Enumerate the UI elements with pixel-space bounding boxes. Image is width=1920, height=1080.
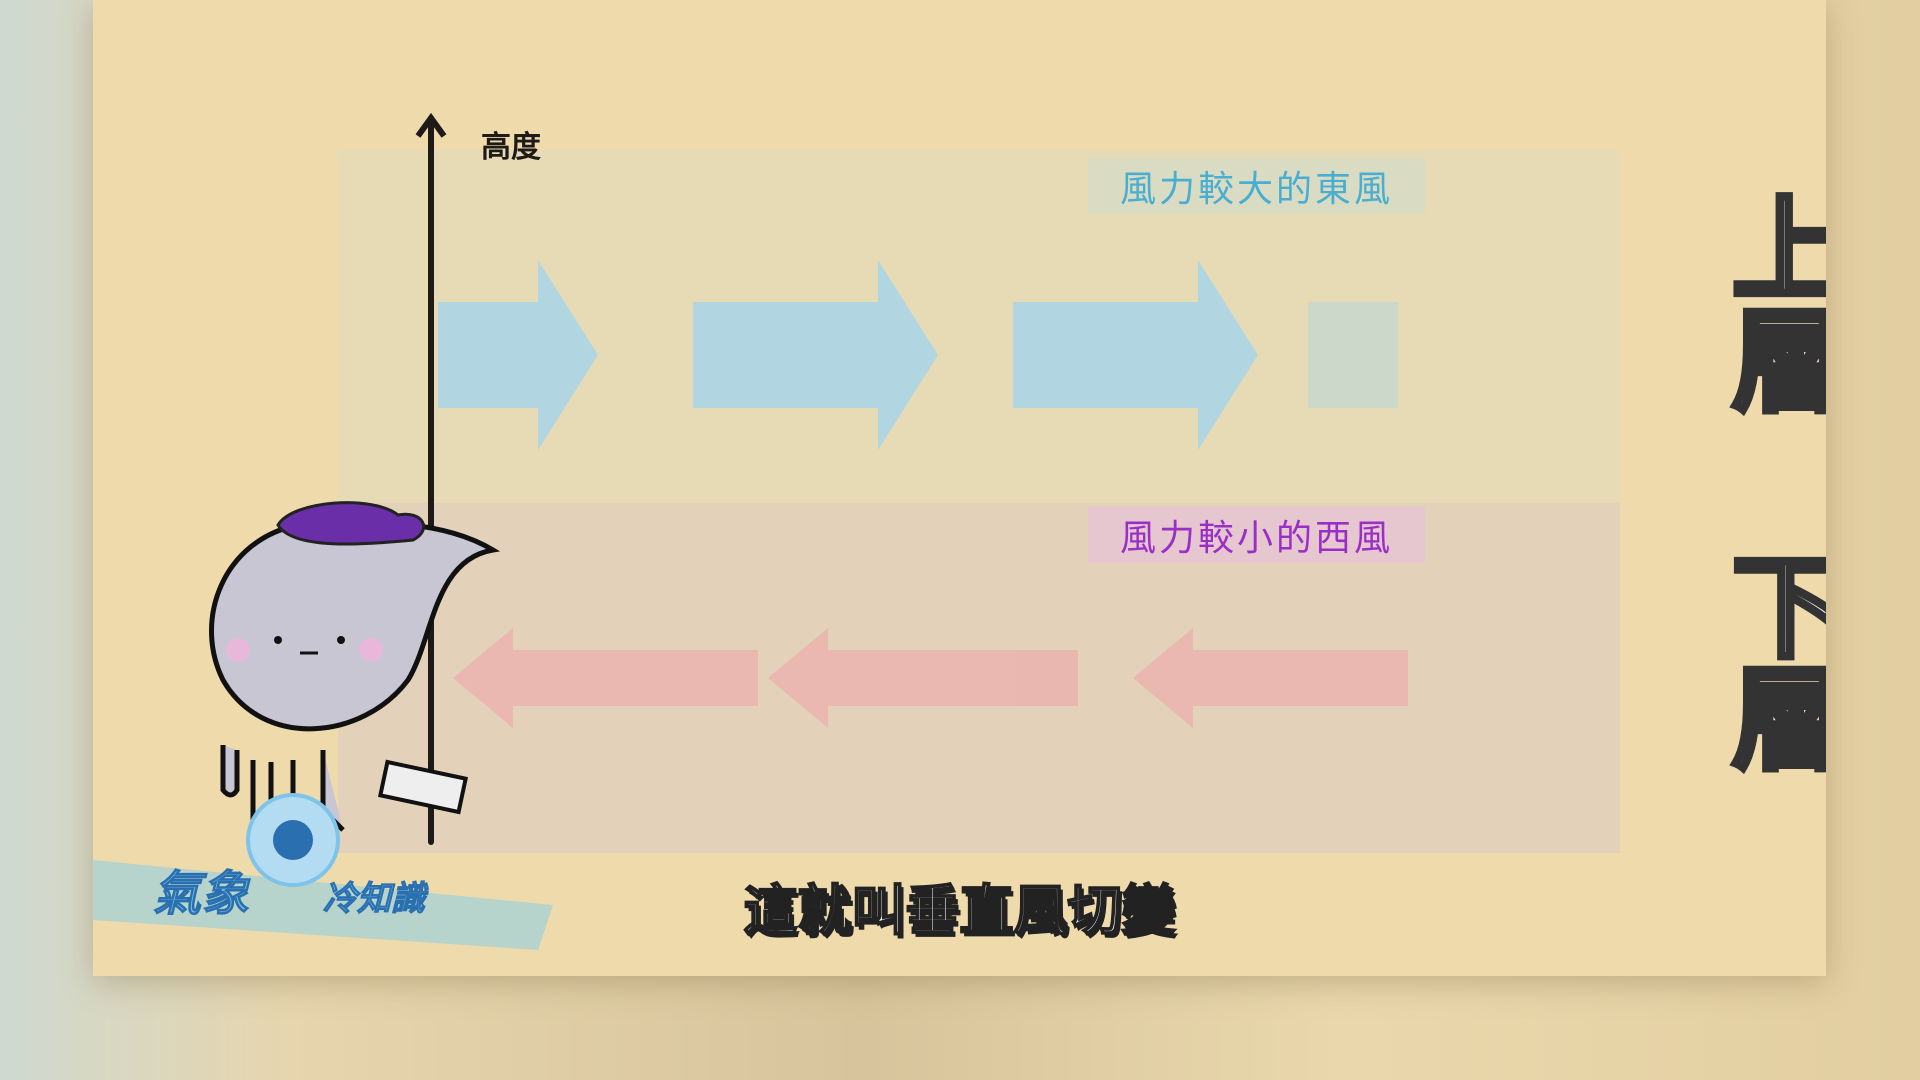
lower-layer-band: 風力較小的西風 下層 — [338, 503, 1826, 853]
east-wind-arrows — [438, 260, 1398, 450]
lower-layer-title: 下層 — [1730, 544, 1827, 786]
raindrop-character — [209, 501, 501, 832]
scroll-icon — [377, 759, 469, 815]
svg-text:冷知識: 冷知識 — [323, 879, 429, 919]
lower-wind-label: 風力較小的西風 — [1088, 507, 1425, 563]
west-wind-arrows — [453, 628, 1408, 728]
right-arrow-icon — [1308, 302, 1398, 408]
upper-layer-title: 上層 — [1730, 186, 1827, 428]
weather-trivia-logo: 氣象 冷知識 — [93, 793, 553, 950]
right-arrow-icon — [1013, 260, 1258, 450]
left-arrow-icon — [768, 628, 1078, 728]
subtitle: 這就叫垂直風切變 — [743, 878, 1177, 943]
axis-label: 高度 — [481, 130, 541, 165]
right-arrow-icon — [693, 260, 938, 450]
left-arrow-icon — [453, 628, 758, 728]
svg-text:氣象: 氣象 — [153, 866, 251, 922]
arrow-up-icon — [415, 112, 447, 138]
video-frame: 風力較大的東風 上層 風力較小的西風 下層 高度 — [93, 0, 1826, 976]
height-axis — [428, 115, 434, 845]
upper-wind-label: 風力較大的東風 — [1088, 158, 1425, 214]
upper-layer-band: 風力較大的東風 上層 — [338, 150, 1826, 503]
right-arrow-icon — [438, 260, 598, 450]
left-arrow-icon — [1133, 628, 1408, 728]
